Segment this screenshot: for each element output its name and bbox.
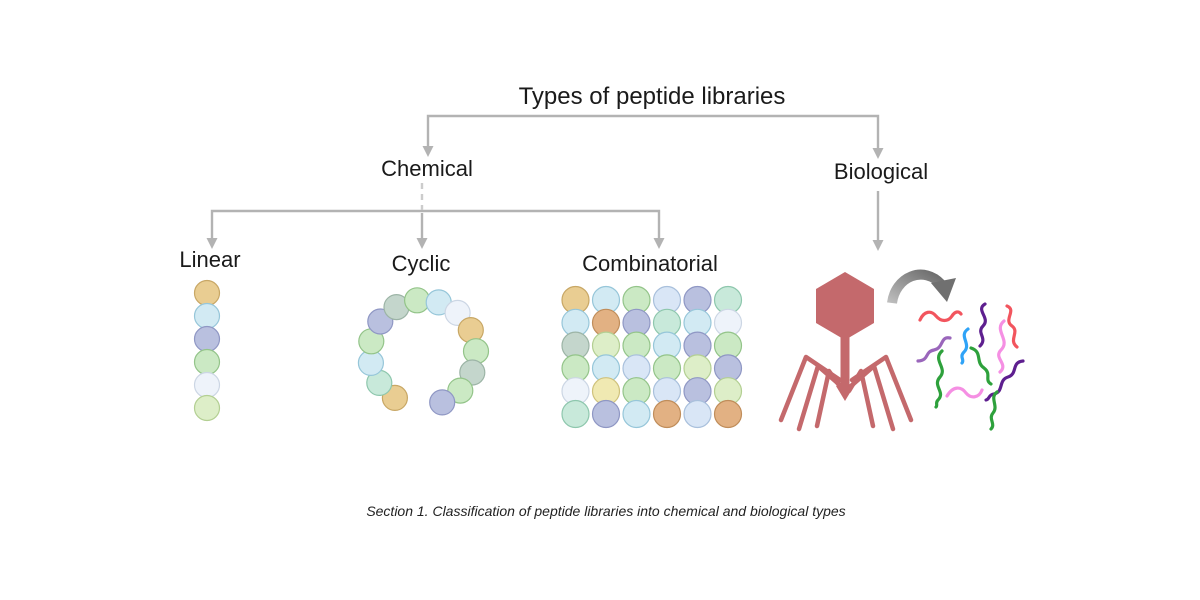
node-label-linear: Linear	[179, 247, 241, 272]
arrowhead-to-chemical	[422, 146, 434, 157]
cyclic-library-illustration	[357, 287, 490, 416]
red-wave	[918, 310, 963, 323]
curved-arrow-shaft	[887, 269, 945, 304]
peptide-bead-sage	[459, 359, 486, 386]
arrowhead-to-cyclic	[416, 238, 428, 249]
pink-coil	[997, 319, 1006, 374]
green-coil-2	[969, 346, 993, 386]
display-curved-arrow	[887, 269, 956, 304]
red-coil	[1005, 304, 1019, 349]
chemical-bracket-line	[210, 209, 661, 239]
figure-title: Types of peptide libraries	[518, 83, 786, 110]
purple-coil	[978, 302, 987, 348]
arrowhead-to-combinatorial	[653, 238, 665, 249]
figure-caption: Section 1. Classification of peptide lib…	[366, 503, 846, 519]
purple-coil-2	[984, 359, 1025, 402]
peptide-bead-orange	[713, 399, 743, 429]
pink-wave	[945, 386, 984, 399]
violet-coil	[916, 336, 952, 363]
peptide-bead-lavender	[193, 325, 221, 353]
peptide-bead-teal	[561, 399, 590, 429]
combinatorial-library-illustration	[561, 285, 743, 429]
arrowhead-to-biological-label	[872, 148, 884, 159]
peptide-bead-orange	[652, 399, 682, 429]
phage-legs	[778, 354, 914, 432]
peptide-bead-lightblue	[622, 399, 651, 429]
curved-arrow-head	[931, 278, 956, 302]
bacteriophage-icon	[778, 272, 914, 432]
phage-leg	[814, 368, 846, 429]
node-label-combinatorial: Combinatorial	[582, 251, 718, 276]
peptide-bead-lavender	[591, 399, 621, 429]
blue-coil	[960, 327, 970, 365]
node-label-cyclic: Cyclic	[391, 251, 451, 276]
node-label-chemical: Chemical	[381, 156, 473, 181]
top-bracket-line	[426, 114, 880, 150]
peptide-bead-tan	[193, 279, 221, 307]
tree-arrowheads	[206, 146, 884, 251]
green-coil-3	[989, 390, 999, 431]
linear-library-illustration	[193, 279, 221, 422]
phage-leg	[849, 354, 914, 423]
peptide-bead-paleblue	[683, 399, 712, 429]
arrowhead-to-linear	[206, 238, 218, 249]
tree-connectors	[210, 114, 880, 241]
node-label-biological: Biological	[833, 159, 929, 184]
phage-tail	[840, 330, 850, 388]
peptide-bead-green	[193, 348, 221, 376]
peptide-bead-lightblue	[193, 302, 221, 330]
arrowhead-to-phage	[872, 240, 884, 251]
green-coil	[934, 349, 944, 409]
peptide-bead-palegreen	[193, 394, 221, 422]
peptide-bead-lavender	[429, 389, 456, 416]
phage-head	[816, 272, 874, 340]
displayed-peptides	[916, 302, 1025, 431]
peptide-bead-white	[193, 371, 221, 399]
